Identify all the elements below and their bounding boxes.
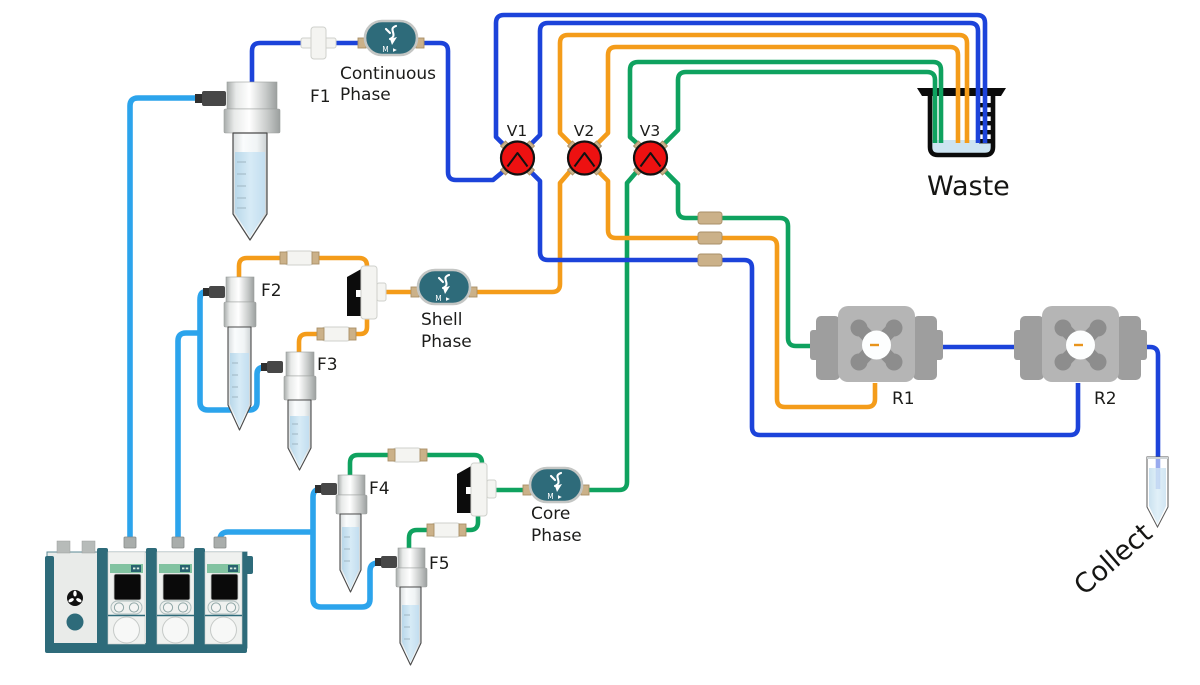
pressure-f4-f5-loop [310, 486, 384, 610]
cap-connector [195, 94, 203, 103]
label-r2: R2 [1094, 389, 1117, 409]
outlet-port [213, 536, 227, 549]
waste-beaker [917, 88, 1006, 158]
tube-v2-to-waste-a [557, 32, 970, 147]
label-waste: Waste [927, 171, 1010, 202]
tube-v2-to-r1 [594, 167, 878, 410]
label-f4: F4 [369, 479, 390, 499]
inline-filter-icon [387, 447, 428, 463]
label-f3: F3 [317, 355, 338, 375]
mount-tab [56, 540, 71, 554]
cap-connector [375, 558, 382, 566]
cap-connector [203, 288, 210, 296]
pressure-controller [45, 536, 253, 653]
cap-connector [209, 286, 225, 298]
reservoir-f1 [195, 81, 281, 241]
cap-connector [202, 91, 226, 106]
label-shell-phase-1: Shell [421, 310, 462, 330]
label-r1: R1 [892, 389, 915, 409]
continuous-phase-pump [356, 19, 426, 57]
tube-core-pump-to-v3 [494, 167, 641, 493]
label-v1: V1 [507, 122, 527, 140]
shell-selector-switch [346, 265, 387, 320]
outlet-port [171, 536, 185, 549]
pressure-ch1-to-f1 [127, 95, 204, 543]
reservoir-f4 [315, 474, 368, 593]
label-v3: V3 [640, 122, 660, 140]
devices [45, 19, 1149, 653]
pressure-ch2-feed [175, 330, 202, 543]
collect-tube [1146, 456, 1169, 529]
tube-v1-to-waste-a [493, 12, 988, 148]
tube-f1-to-v1 [249, 40, 507, 183]
label-core-phase-1: Core [531, 504, 570, 524]
mount-tab [81, 540, 96, 554]
reactor-r1 [808, 304, 945, 384]
tube-r2-to-collect [1140, 344, 1161, 489]
tubing [127, 12, 1161, 610]
cap-connector [321, 483, 337, 495]
inline-filter-icon [316, 326, 357, 342]
controller-channel-3 [193, 547, 243, 649]
valve-v3 [632, 139, 669, 177]
tube-v1-to-waste-b [527, 20, 981, 148]
label-continuous-phase-1: Continuous [340, 64, 436, 84]
label-f5: F5 [429, 554, 450, 574]
shell-phase-pump [409, 268, 479, 306]
label-v2: V2 [574, 122, 594, 140]
controller-channel-1 [96, 547, 146, 649]
power-button [66, 613, 84, 631]
label-shell-phase-2: Phase [421, 332, 472, 352]
outlet-port [123, 536, 137, 549]
valve-v2 [566, 139, 603, 177]
waste-liquid [931, 140, 992, 155]
pressure-ch3-feed [217, 529, 313, 543]
fan-icon [67, 590, 83, 606]
label-f2: F2 [261, 281, 282, 301]
tube-v3-to-waste-a [627, 59, 944, 147]
inline-filter-icon [426, 522, 467, 538]
reservoirs [195, 81, 1169, 666]
tube-v3-to-r1 [661, 167, 819, 349]
union-fitting-icon [697, 211, 723, 267]
label-f1: F1 [310, 87, 331, 107]
tube-v2-to-waste-b [594, 44, 961, 147]
reservoir-f2 [203, 276, 257, 431]
inline-filter-icon [279, 250, 320, 266]
reservoir-f3 [261, 351, 317, 471]
label-collect: Collect [1068, 518, 1158, 602]
tube-v1-to-r2 [527, 168, 1081, 438]
reactor-r2 [1012, 304, 1149, 384]
cross-fitting-icon [300, 26, 337, 60]
valve-v1 [499, 139, 536, 177]
pressure-f2-f3-loop [197, 289, 270, 413]
cap-connector [381, 556, 397, 568]
fittings [279, 26, 723, 538]
cap-connector [261, 363, 268, 371]
label-core-phase-2: Phase [531, 526, 582, 546]
tube-shell-pump-to-v2 [384, 167, 574, 295]
core-phase-pump [521, 466, 591, 504]
cap-connector [315, 485, 322, 493]
label-continuous-phase-2: Phase [340, 85, 391, 105]
controller-channel-2 [145, 547, 195, 649]
cap-connector [267, 361, 283, 373]
core-selector-switch [456, 462, 497, 517]
tube-v3-to-waste-b [661, 69, 938, 147]
reservoir-f5 [375, 547, 428, 666]
